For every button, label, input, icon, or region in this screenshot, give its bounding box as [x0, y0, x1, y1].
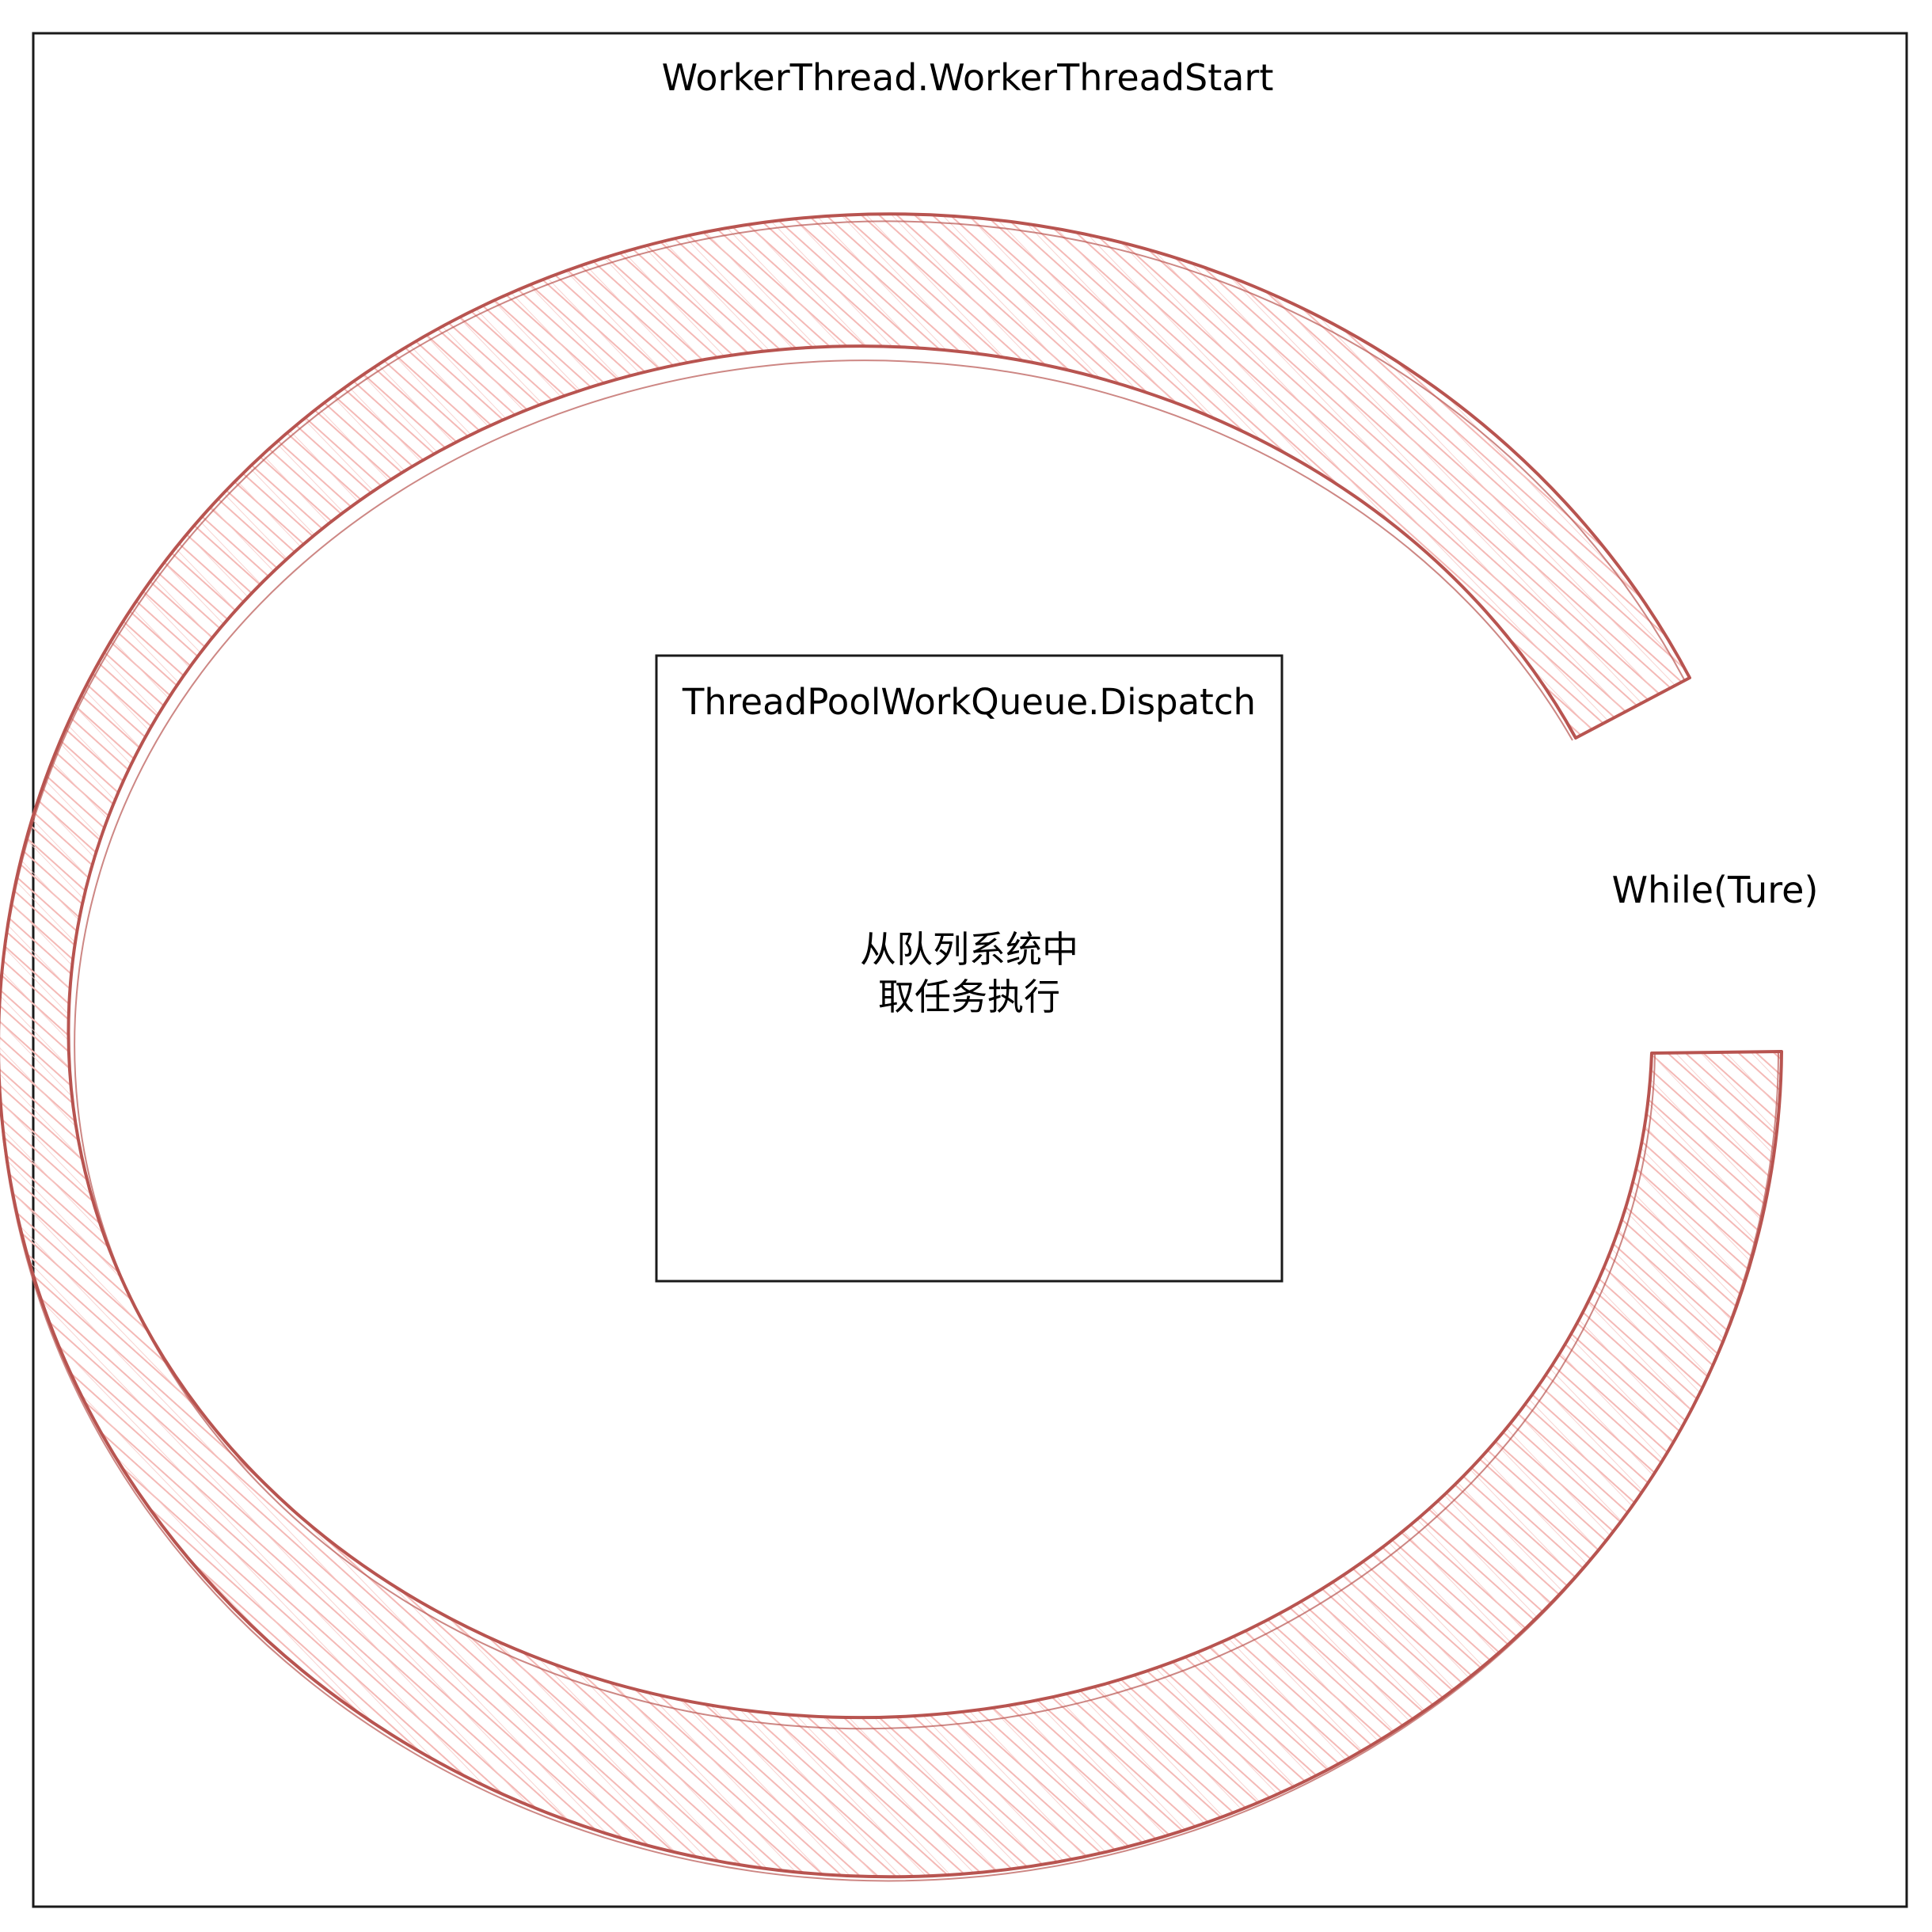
inner-box [655, 654, 1284, 1283]
loop-arc-inner-sketch [74, 359, 1656, 1730]
loop-arc [0, 212, 1783, 1882]
inner-box-body-line-1: 从队列系统中 [860, 928, 1078, 971]
loop-arc-outline-sketch [0, 220, 1779, 1882]
inner-box-body-line-2: 取任务执行 [878, 976, 1060, 1018]
outer-frame-title: WorkerThread.WorkerThreadStart [662, 56, 1274, 99]
inner-box-title: ThreadPoolWorkQueue.Dispatch [682, 681, 1256, 723]
loop-arc-outline [0, 212, 1783, 1879]
loop-label: While(Ture) [1612, 869, 1819, 911]
